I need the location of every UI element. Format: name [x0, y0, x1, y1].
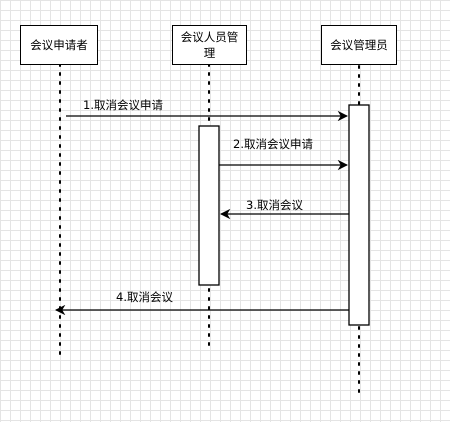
- message-label-3: 3.取消会议: [246, 198, 303, 212]
- message-label-2: 2.取消会议申请: [233, 137, 313, 151]
- participant-staff-mgmt: 会议人员管理: [172, 25, 247, 65]
- message-label-4: 4.取消会议: [116, 290, 173, 304]
- participant-staff-mgmt-label: 会议人员管理: [180, 30, 239, 60]
- participant-applicant-label: 会议申请者: [30, 38, 88, 52]
- activation-bar-staff-mgmt: [198, 125, 220, 286]
- activation-bar-admin: [348, 104, 370, 326]
- message-label-1: 1.取消会议申请: [83, 98, 163, 112]
- participant-admin: 会议管理员: [321, 25, 397, 65]
- participant-applicant: 会议申请者: [20, 25, 98, 65]
- participant-admin-label: 会议管理员: [330, 38, 388, 52]
